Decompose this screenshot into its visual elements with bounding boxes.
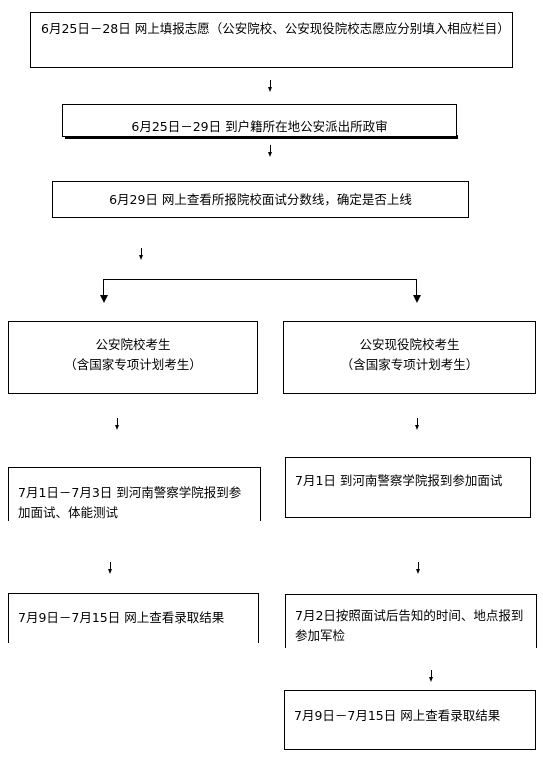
category-armed-police-college: 公安现役院校考生 （含国家专项计划考生）: [283, 321, 536, 394]
category-armed-police-college-subtitle: （含国家专项计划考生）: [340, 357, 479, 372]
branch-right-line: [416, 279, 417, 295]
right-military-physical-exam-text: 7月2日按照面试后告知的时间、地点报到参加军检: [295, 608, 524, 643]
category-police-college-title: 公安院校考生: [95, 337, 171, 352]
step-political-review: 6月25日－29日 到户籍所在地公安派出所政审: [62, 104, 457, 137]
arrow-right-3: [431, 670, 432, 678]
step-online-application: 6月25日－28日 网上填报志愿（公安院校、公安现役院校志愿应分别填入相应栏目）: [30, 12, 513, 68]
left-check-admission-result: 7月9日－7月15日 网上查看录取结果: [8, 593, 259, 643]
branch-left-line: [103, 279, 104, 295]
branch-horizontal-line: [103, 279, 417, 280]
branch-left-arrowhead: [99, 295, 108, 303]
right-check-admission-result: 7月9日－7月15日 网上查看录取结果: [284, 690, 536, 750]
arrow-right-3-head: [428, 677, 433, 682]
category-police-college: 公安院校考生 （含国家专项计划考生）: [8, 321, 258, 394]
arrow-2: [270, 145, 271, 153]
step-check-score-line-text: 6月29日 网上查看所报院校面试分数线，确定是否上线: [109, 192, 412, 207]
category-armed-police-college-title: 公安现役院校考生: [359, 337, 460, 352]
step-political-review-shadow: [65, 135, 458, 139]
step-online-application-text: 6月25日－28日 网上填报志愿（公安院校、公安现役院校志愿应分别填入相应栏目）: [41, 21, 510, 36]
arrow-right-1: [417, 418, 418, 426]
arrow-right-1-head: [414, 425, 419, 430]
left-check-admission-result-text: 7月9日－7月15日 网上查看录取结果: [18, 610, 225, 625]
left-interview-fitness-test: 7月1日－7月3日 到河南警察学院报到参加面试、体能测试: [8, 467, 261, 521]
arrow-left-2: [110, 562, 111, 570]
category-police-college-subtitle: （含国家专项计划考生）: [64, 357, 202, 372]
arrow-left-1-head: [114, 425, 119, 430]
arrow-right-2: [418, 562, 419, 570]
arrow-left-1: [117, 418, 118, 426]
right-check-admission-result-text: 7月9日－7月15日 网上查看录取结果: [294, 708, 501, 723]
right-military-physical-exam: 7月2日按照面试后告知的时间、地点报到参加军检: [285, 594, 537, 648]
branch-right-arrowhead: [412, 295, 421, 303]
step-check-score-line: 6月29日 网上查看所报院校面试分数线，确定是否上线: [52, 181, 469, 218]
arrow-left-2-head: [107, 569, 112, 574]
right-interview: 7月1日 到河南警察学院报到参加面试: [285, 457, 531, 518]
step-political-review-text: 6月25日－29日 到户籍所在地公安派出所政审: [131, 119, 388, 134]
arrow-1-head: [267, 87, 272, 92]
arrow-right-2-head: [415, 569, 420, 574]
arrow-1: [270, 80, 271, 88]
arrow-2-head: [267, 152, 272, 157]
left-interview-fitness-test-text: 7月1日－7月3日 到河南警察学院报到参加面试、体能测试: [18, 485, 242, 520]
right-interview-text: 7月1日 到河南警察学院报到参加面试: [295, 473, 503, 488]
arrow-3: [141, 248, 142, 256]
arrow-3-head: [138, 255, 143, 260]
